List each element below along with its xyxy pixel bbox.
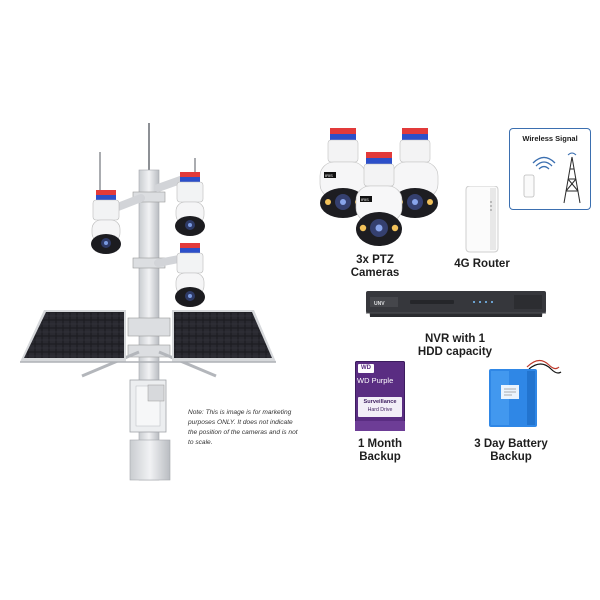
- hard-drive-icon: WD WD Purple Surveillance Hard Drive: [355, 361, 405, 431]
- wireless-signal-title: Wireless Signal: [522, 134, 578, 143]
- backup-label-line-2: Backup: [359, 451, 401, 463]
- battery-label-line-1: 3 Day Battery: [474, 438, 548, 450]
- note-line-3: the position of the cameras and is not: [188, 429, 298, 436]
- wireless-signal-panel: Wireless Signal: [509, 128, 591, 210]
- nvr-label-line-2: HDD capacity: [417, 346, 493, 358]
- battery-label: 3 Day Battery Backup: [456, 438, 566, 464]
- ptz-cameras-label: 3x PTZ Cameras: [330, 254, 420, 280]
- ptz-camera-icon: [175, 172, 205, 236]
- battery-icon: [489, 359, 562, 427]
- note-line-1: Note: This is image is for marketing: [188, 409, 292, 416]
- marketing-note: Note: This is image is for marketing pur…: [188, 408, 328, 448]
- hdd-brand-badge: WD: [358, 364, 374, 373]
- note-line-4: to scale.: [188, 439, 213, 446]
- svg-text:UNV: UNV: [374, 301, 385, 307]
- hdd-tag: Surveillance Hard Drive: [358, 397, 402, 417]
- nvr-icon: UNV: [366, 291, 546, 317]
- wireless-signal-icon: [523, 152, 581, 204]
- nvr-label-line-1: NVR with 1: [424, 333, 486, 345]
- ptz-cameras-group-icon: IRIS IRIS: [319, 128, 439, 246]
- hdd-tag-line-1: Surveillance: [363, 399, 397, 405]
- backup-label-line-1: 1 Month: [357, 438, 403, 450]
- router-label: 4G Router: [454, 258, 510, 270]
- ptz-cameras-label-line-1: 3x PTZ: [356, 254, 394, 266]
- hdd-tag-line-2: Hard Drive: [367, 407, 393, 413]
- ptz-camera-icon: [91, 190, 121, 254]
- hdd-model: WD Purple: [357, 376, 394, 385]
- ptz-cameras-label-line-2: Cameras: [350, 267, 400, 279]
- ptz-camera-icon: [175, 243, 205, 307]
- router-icon: [465, 186, 499, 253]
- nvr-label: NVR with 1 HDD capacity: [395, 333, 515, 359]
- svg-text:IRIS: IRIS: [325, 173, 333, 178]
- backup-label: 1 Month Backup: [340, 438, 420, 464]
- battery-label-line-2: Backup: [490, 451, 532, 463]
- svg-text:IRIS: IRIS: [361, 197, 369, 202]
- note-line-2: purposes ONLY. It does not indicate: [188, 419, 293, 426]
